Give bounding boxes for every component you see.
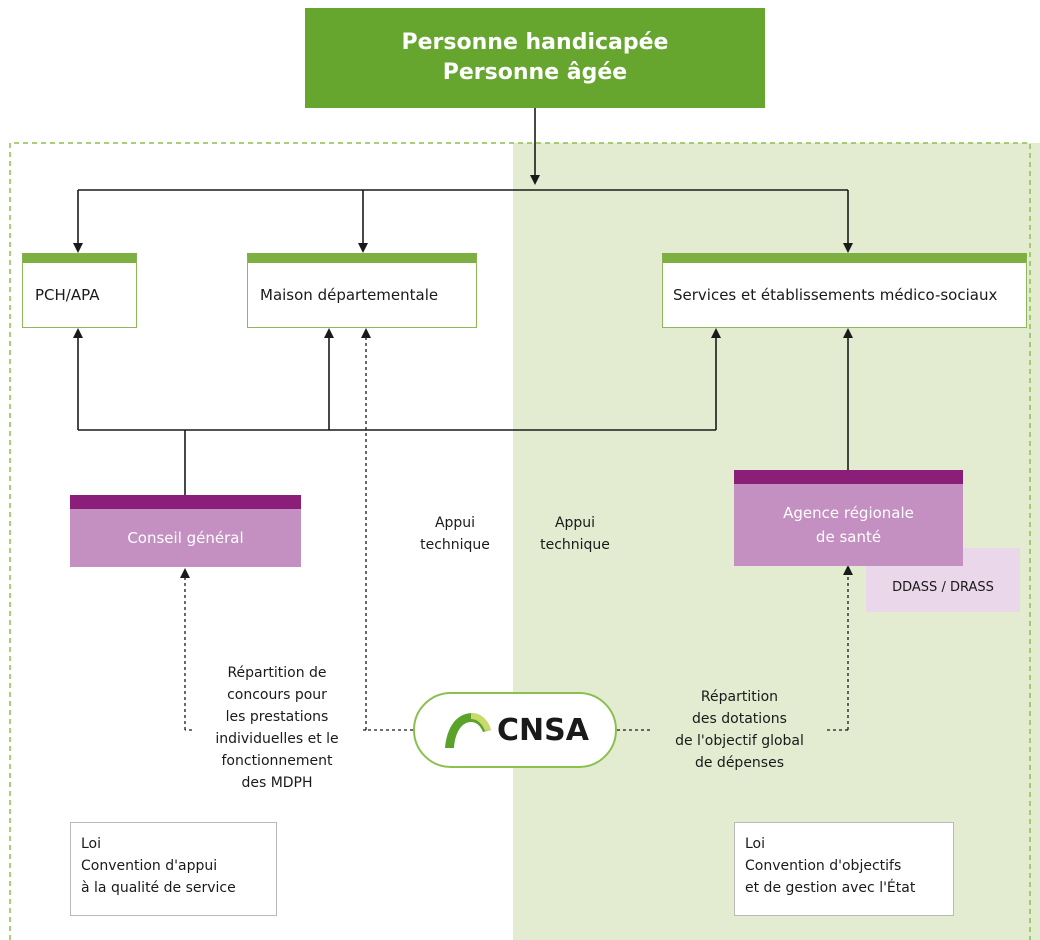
- repartition-left-line: individuelles et le: [215, 731, 339, 747]
- loi-right-line: Convention d'objectifs: [745, 858, 902, 874]
- conseil-general-label: Conseil général: [127, 529, 244, 547]
- appui-left-line1: Appui: [434, 515, 476, 531]
- repartition-left-line: fonctionnement: [221, 753, 333, 769]
- appui-left-line2: technique: [420, 537, 490, 553]
- repartition-left-line: Répartition de: [227, 665, 327, 681]
- dashed-outline: [9, 142, 1031, 940]
- personne-agee-label: Personne âgée: [442, 60, 628, 85]
- services-label: Services et établissements médico-sociau…: [673, 286, 998, 304]
- loi-right-box: Loi Convention d'objectifs et de gestion…: [734, 822, 954, 916]
- appui-technique-left: Appui technique: [400, 512, 510, 556]
- cnsa-logo-box: CNSA: [413, 692, 617, 768]
- loi-left-box: Loi Convention d'appui à la qualité de s…: [70, 822, 277, 916]
- repartition-right-line: de l'objectif global: [675, 733, 804, 749]
- personne-box: Personne handicapée Personne âgée: [305, 8, 765, 108]
- pch-apa-box: PCH/APA: [22, 253, 137, 328]
- loi-left-line: Convention d'appui: [81, 858, 218, 874]
- cnsa-text: CNSA: [497, 712, 589, 748]
- ddass-drass-label: DDASS / DRASS: [892, 579, 994, 595]
- agence-regionale-box: Agence régionale de santé: [734, 470, 963, 566]
- cnsa-arch-logo-icon: [445, 713, 492, 748]
- repartition-left-line: concours pour: [227, 687, 327, 703]
- loi-right-line: Loi: [745, 836, 766, 852]
- services-box: Services et établissements médico-sociau…: [662, 253, 1027, 328]
- repartition-right-line: Répartition: [700, 689, 779, 705]
- agence-line1: Agence régionale: [783, 504, 914, 522]
- loi-right-line: et de gestion avec l'État: [745, 880, 916, 896]
- agence-line2: de santé: [815, 528, 882, 546]
- personne-handicapee-label: Personne handicapée: [401, 30, 669, 55]
- loi-left-line: à la qualité de service: [81, 880, 236, 896]
- maison-departementale-box: Maison départementale: [247, 253, 477, 328]
- pch-apa-label: PCH/APA: [35, 286, 100, 304]
- appui-right-line1: Appui: [554, 515, 596, 531]
- appui-right-line2: technique: [540, 537, 610, 553]
- maison-departementale-label: Maison départementale: [260, 286, 439, 304]
- repartition-right-line: des dotations: [692, 711, 787, 727]
- repartition-concours-text: Répartition de concours pour les prestat…: [192, 662, 362, 794]
- repartition-left-line: des MDPH: [241, 775, 313, 791]
- repartition-right-line: de dépenses: [694, 755, 785, 771]
- conseil-general-box: Conseil général: [70, 495, 301, 567]
- repartition-dotations-text: Répartition des dotations de l'objectif …: [652, 686, 827, 774]
- loi-left-line: Loi: [81, 836, 102, 852]
- appui-technique-right: Appui technique: [520, 512, 630, 556]
- repartition-left-line: les prestations: [225, 709, 329, 725]
